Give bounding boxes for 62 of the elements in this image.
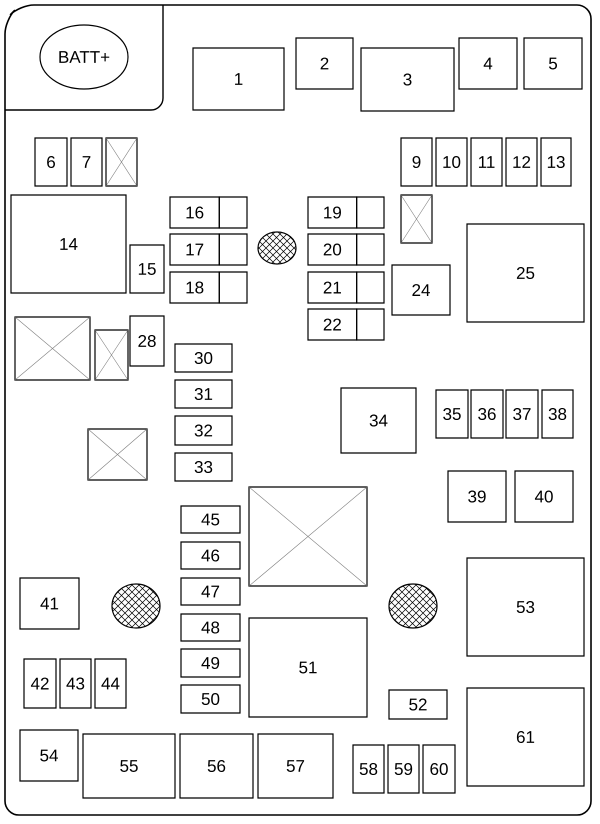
empty-slot: [14, 316, 91, 381]
fuse-slot: 12: [505, 137, 538, 187]
fuse-slot: 35: [435, 389, 469, 439]
fuse-slot: 6: [34, 137, 68, 187]
empty-slot: [105, 137, 138, 187]
fuse-slot: 15: [129, 244, 165, 294]
fuse-slot: 19: [307, 196, 385, 229]
fuse-slot: 14: [10, 194, 127, 294]
fuse-slot: 18: [169, 271, 248, 304]
fuse-slot: 21: [307, 271, 385, 304]
fuse-slot: 40: [514, 470, 574, 523]
fuse-slot: 32: [174, 415, 233, 446]
fuse-slot: 30: [174, 343, 233, 373]
fuse-slot: 2: [295, 37, 354, 90]
fuse-slot: 13: [540, 137, 572, 187]
fuse-slot: 55: [82, 733, 176, 799]
fuse-slot: 43: [59, 658, 92, 709]
fuse-slot: 44: [94, 658, 127, 709]
fuse-slot: 50: [180, 684, 241, 714]
fuse-slot: 56: [179, 733, 254, 799]
fuse-slot: 52: [388, 689, 448, 720]
fuse-slot: 33: [174, 452, 233, 482]
fuse-slot: 60: [422, 744, 456, 794]
fuse-slot: 58: [352, 744, 385, 794]
fuse-slot: 24: [391, 264, 451, 316]
fuse-slot: 38: [541, 389, 574, 439]
fuse-slot: 1: [192, 47, 285, 111]
fuse-slot: 22: [307, 308, 385, 341]
fuse-slot: 5: [523, 37, 583, 90]
fuse-slot: 34: [340, 387, 417, 454]
empty-slot: [248, 486, 368, 587]
fuse-slot: 11: [470, 137, 503, 187]
fuse-slot: 54: [19, 729, 79, 782]
fuse-slot: 16: [169, 196, 248, 229]
fuse-slot: 31: [174, 379, 233, 409]
empty-slot: [87, 428, 148, 481]
fuse-slot: 45: [180, 505, 241, 534]
fuse-slot: 59: [387, 744, 420, 794]
fuse-slot: 57: [257, 733, 334, 799]
empty-slot: [400, 194, 433, 244]
fuse-slot: 47: [180, 577, 241, 606]
fuse-slot: 51: [248, 617, 368, 718]
fuse-slot: 41: [19, 577, 80, 630]
fuse-slot: 48: [180, 613, 241, 642]
fuse-slot: 46: [180, 541, 241, 570]
empty-slot: [94, 329, 129, 381]
fuse-slot: 7: [70, 137, 103, 187]
fuse-slot: 28: [129, 315, 165, 367]
fuse-slot: 42: [23, 658, 57, 709]
fuse-slot: 9: [400, 137, 433, 187]
fuse-slot: 25: [466, 223, 585, 323]
fuse-slot: 61: [466, 687, 585, 787]
fuse-slot: 17: [169, 233, 248, 266]
fuse-slot: 39: [447, 470, 507, 523]
fuse-slot: 37: [505, 389, 539, 439]
fuse-slot: 20: [307, 233, 385, 266]
fuse-slot: 3: [360, 47, 455, 112]
fuse-slot: 4: [458, 37, 518, 90]
fuse-slot: 10: [435, 137, 468, 187]
fuse-slot: 49: [180, 648, 241, 678]
fuse-slot: 53: [466, 557, 585, 657]
fuse-slot: 36: [470, 389, 504, 439]
